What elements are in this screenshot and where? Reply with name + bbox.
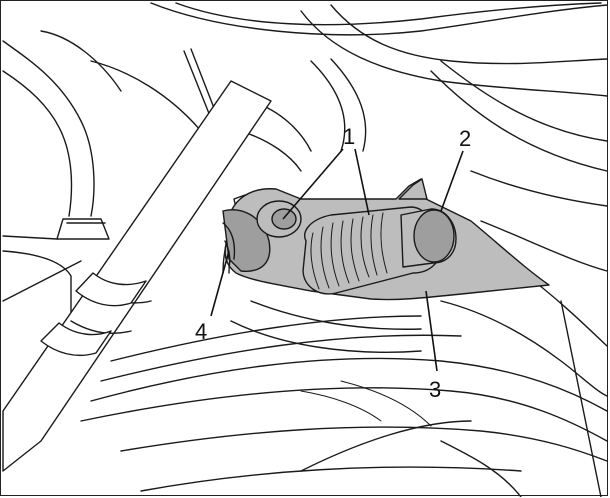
- callout-1: 1: [343, 124, 355, 149]
- leader-lines: [210, 148, 464, 372]
- callout-3: 3: [429, 377, 441, 402]
- callout-2: 2: [459, 126, 471, 151]
- hose-with-boot: [256, 200, 457, 295]
- callout-4: 4: [195, 319, 207, 344]
- support-strut: [2, 80, 272, 472]
